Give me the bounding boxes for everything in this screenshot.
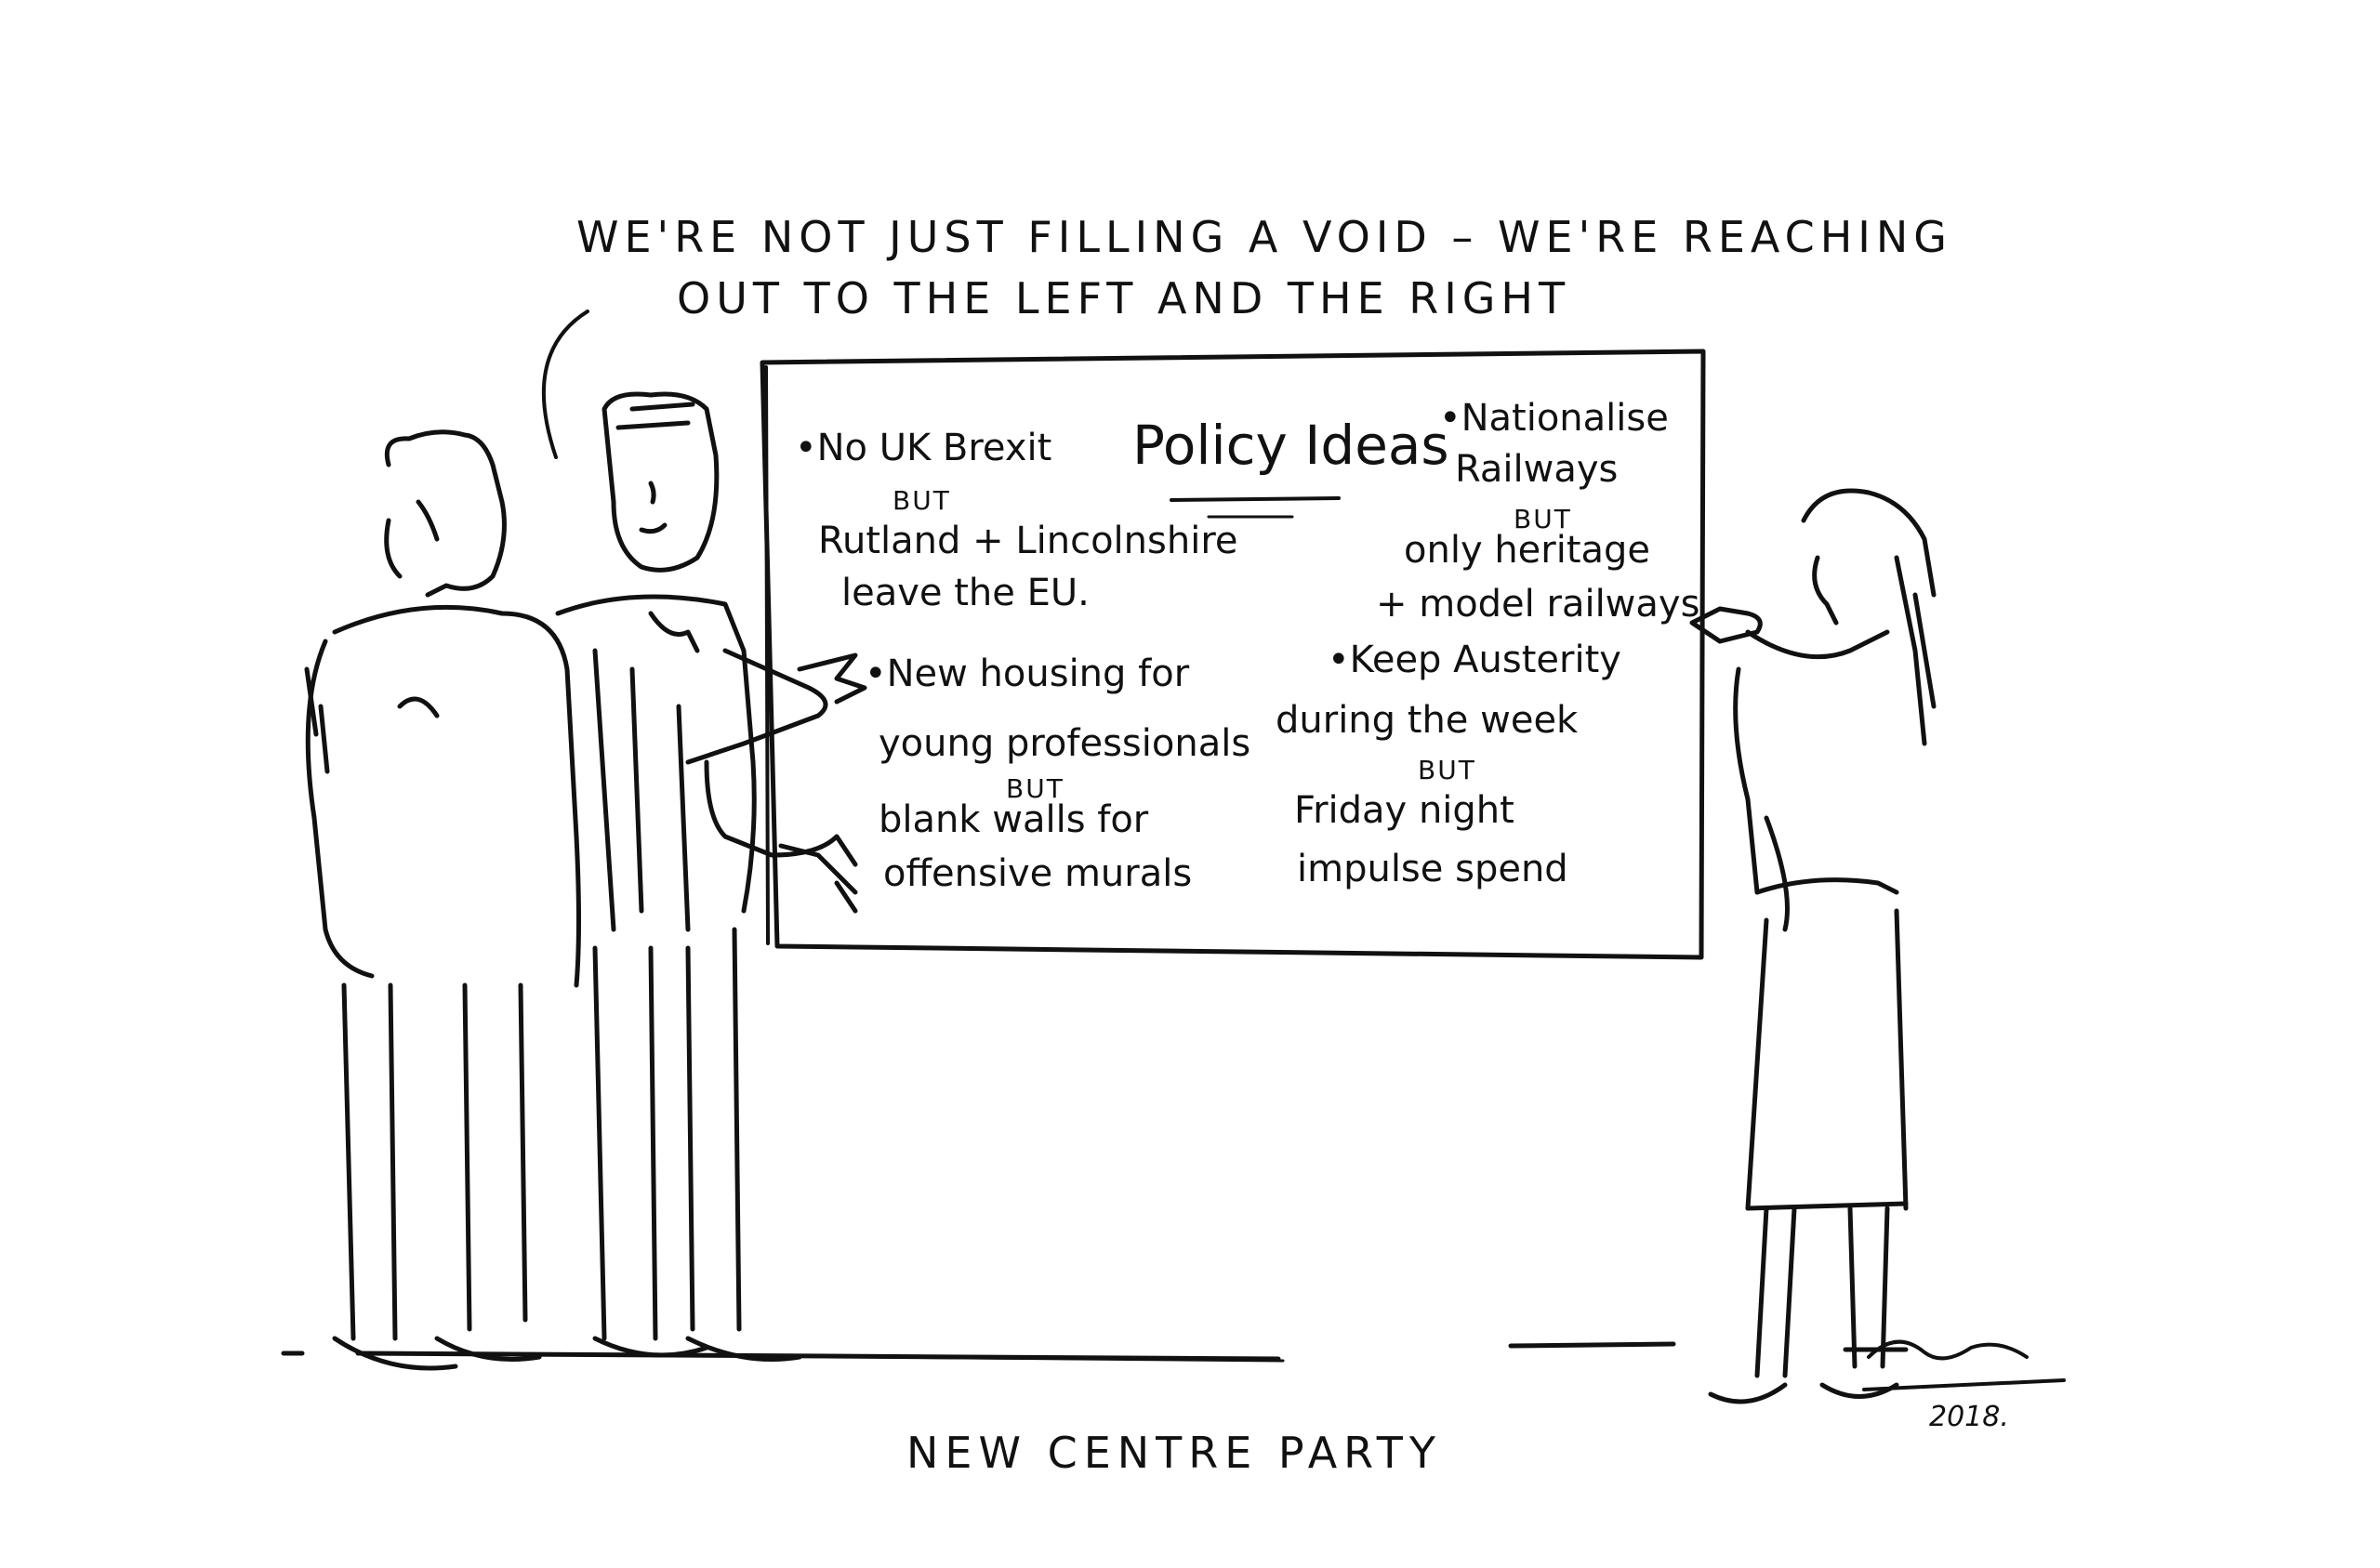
item-3-rest-1: blank walls for	[879, 798, 1149, 841]
item-2-rest-2: + model railways	[1376, 583, 1700, 626]
item-4-but: BUT	[1418, 755, 1476, 785]
speech-tail	[541, 310, 589, 459]
item-2-rest-1: only heritage	[1404, 529, 1651, 572]
item-2-main-2: Railways	[1455, 448, 1619, 491]
whiteboard-title: Policy Ideas	[1132, 414, 1449, 477]
item-2-main-1: •Nationalise	[1439, 397, 1669, 440]
speech-line-1: WE'RE NOT JUST FILLING A VOID – WE'RE RE…	[576, 212, 1952, 262]
speech-line-2: OUT TO THE LEFT AND THE RIGHT	[677, 273, 1571, 323]
item-1-main: •No UK Brexit	[795, 427, 1052, 469]
floor-line	[281, 1341, 1909, 1362]
item-1-rest-1: Rutland + Lincolnshire	[818, 520, 1238, 562]
item-3-but: BUT	[1006, 773, 1064, 804]
item-1-but: BUT	[892, 485, 951, 516]
whiteboard-frame	[760, 349, 1706, 960]
item-3-main-1: •New housing for	[865, 652, 1190, 695]
cartoon-caption: NEW CENTRE PARTY	[906, 1428, 1442, 1478]
item-4-main-2: during the week	[1276, 699, 1579, 742]
item-4-main-1: •Keep Austerity	[1328, 639, 1621, 681]
item-3-rest-2: offensive murals	[883, 852, 1193, 895]
item-4-rest-1: Friday night	[1294, 789, 1514, 832]
man-left	[304, 429, 581, 1371]
man-pointing	[555, 391, 867, 1362]
item-3-main-2: young professionals	[879, 722, 1251, 765]
signature-year: 2018.	[1929, 1401, 2009, 1433]
item-2-but: BUT	[1514, 504, 1572, 534]
signature-scribble	[1862, 1339, 2066, 1391]
woman-writing	[1689, 488, 1937, 1404]
item-4-rest-2: impulse spend	[1297, 848, 1568, 890]
item-1-rest-2: leave the EU.	[841, 572, 1090, 614]
